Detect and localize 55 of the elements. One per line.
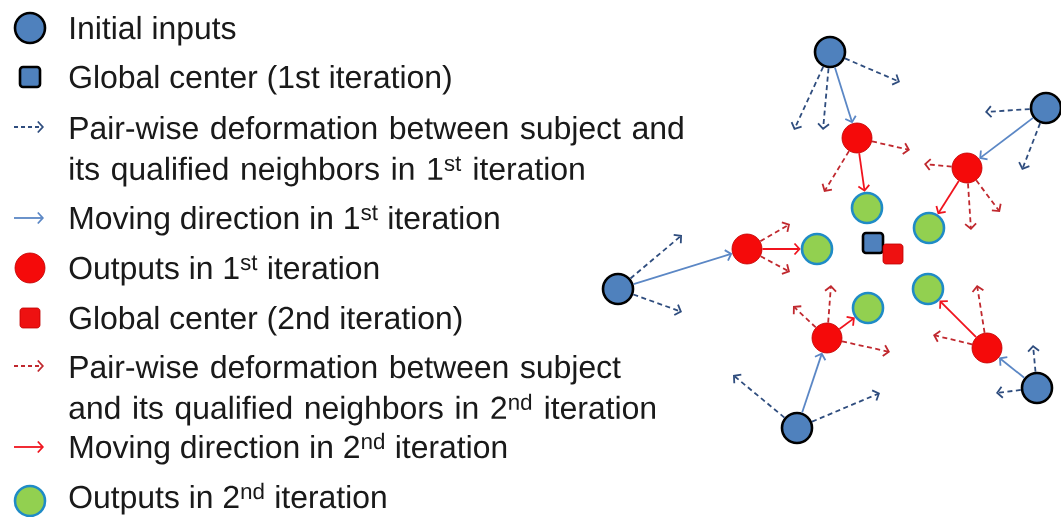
legend-label: Initial inputs <box>71 15 236 46</box>
legend-label: Outputs in 1$^{st}$ iteration <box>69 255 379 286</box>
input-circle <box>1020 371 1054 405</box>
input-circle <box>601 272 635 306</box>
deformation-arrow <box>975 179 1002 212</box>
moving-arrow <box>632 249 733 286</box>
deformation-arrow <box>1027 345 1040 373</box>
deformation-arrow <box>964 182 977 230</box>
deformation-arrow <box>844 57 900 86</box>
final-output-circle <box>851 291 885 325</box>
input-circle <box>1029 91 1061 125</box>
moving-arrow <box>857 152 871 192</box>
deformation-arrow <box>821 150 850 192</box>
deformation-arrow <box>629 233 682 280</box>
deformation-arrow <box>841 340 890 357</box>
output-circle <box>731 233 763 265</box>
deformation-arrow <box>996 385 1022 399</box>
deformation-arrow <box>1018 122 1041 170</box>
deformation-arrow <box>824 285 837 324</box>
output-circle <box>841 122 873 154</box>
deformation-arrow <box>871 140 910 155</box>
moving-arrow <box>999 356 1026 379</box>
moving-arrow <box>939 300 977 338</box>
moving-arrow <box>801 352 827 414</box>
deformation-arrow <box>811 389 880 423</box>
final-output-circle <box>850 191 884 225</box>
final-output-circle <box>800 232 834 266</box>
deformation-arrow <box>924 158 953 171</box>
final-output-circle <box>911 272 945 306</box>
deformation-arrow <box>632 293 682 316</box>
moving-arrow <box>935 180 960 215</box>
deformation-arrow <box>759 221 790 243</box>
output-circle <box>951 152 983 184</box>
deformation-arrow <box>933 330 973 346</box>
input-circle <box>780 411 814 445</box>
legend-label: Outputs in 2$^{nd}$ iteration <box>69 482 386 515</box>
input-circle <box>813 35 847 69</box>
moving-arrow <box>761 242 801 256</box>
deformation-arrow <box>759 255 790 275</box>
moving-arrow <box>979 116 1034 161</box>
final-output-circle <box>912 211 946 245</box>
moving-arrow <box>838 315 855 330</box>
deformation-arrow <box>817 67 830 130</box>
legend-label: Moving direction in 1$^{st}$ iteration <box>70 205 499 236</box>
legend-label: Global center (1st iteration) <box>69 64 451 95</box>
output-circle <box>971 332 1003 364</box>
moving-arrow <box>834 66 857 124</box>
deformation-arrow <box>792 305 817 329</box>
deformation-arrow <box>985 105 1031 118</box>
deformation-arrow <box>733 373 786 419</box>
output-circle <box>811 322 843 354</box>
legend-label: Moving direction in 2$^{nd}$ iteration <box>70 432 507 465</box>
legend-label: Global center (2nd iteration) <box>69 305 462 336</box>
deformation-arrow <box>971 285 986 334</box>
deformation-arrow <box>790 65 825 130</box>
